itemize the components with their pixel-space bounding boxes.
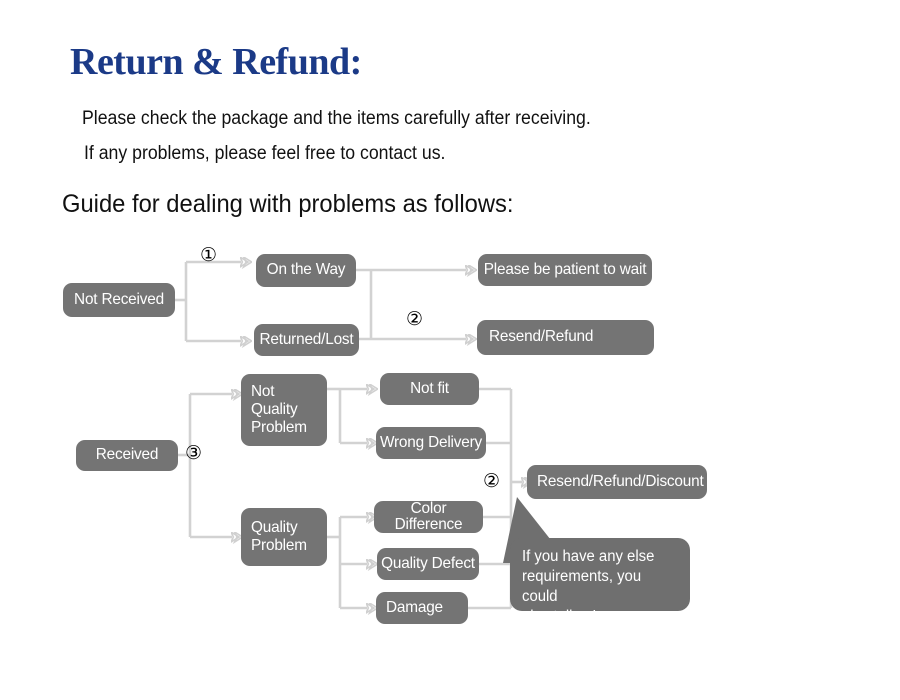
node-not-received-label: Not Received [74,290,164,308]
node-not-fit[interactable]: Not fit [380,373,479,405]
marker-2-bottom: ② [483,470,501,492]
marker-1: ① [200,244,218,266]
node-not-quality-problem[interactable]: Not Quality Problem [241,374,327,446]
node-quality-problem[interactable]: Quality Problem [241,508,327,566]
callout-bubble: If you have any else requirements, you c… [510,538,690,625]
node-quality-defect[interactable]: Quality Defect [377,548,479,580]
callout-line-1: If you have any else [522,548,655,565]
node-color-difference[interactable]: Color Difference [374,499,483,533]
page-title: Return & Refund: [70,41,362,83]
node-please-be-patient-label: Please be patient to wait [483,260,647,278]
node-not-fit-label: Not fit [410,379,449,397]
intro-line-2: If any problems, please feel free to con… [84,143,446,164]
node-returned-lost-label: Returned/Lost [259,330,354,348]
node-quality-problem-label: Quality Problem [251,519,307,554]
node-not-received[interactable]: Not Received [63,283,175,317]
callout-line-3: also tell us! [522,608,597,626]
marker-3: ③ [185,442,203,464]
callout-line-2: requirements, you could [522,568,642,606]
node-damage[interactable]: Damage [376,592,468,624]
node-not-quality-problem-label: Not Quality Problem [251,383,307,436]
node-resend-refund-discount[interactable]: Resend/Refund/Discount [527,465,707,499]
node-wrong-delivery-label: Wrong Delivery [379,433,483,451]
node-received-label: Received [95,446,159,464]
node-wrong-delivery[interactable]: Wrong Delivery [376,427,486,459]
node-color-difference-label: Color Difference [394,499,463,533]
node-damage-label: Damage [386,598,443,616]
node-on-the-way[interactable]: On the Way [256,254,356,287]
node-returned-lost[interactable]: Returned/Lost [254,324,359,356]
node-resend-refund-label: Resend/Refund [489,328,594,346]
node-received[interactable]: Received [76,440,178,471]
node-resend-refund[interactable]: Resend/Refund [477,320,654,355]
node-quality-defect-label: Quality Defect [381,554,475,572]
marker-2-top: ② [406,308,424,330]
node-on-the-way-label: On the Way [266,261,346,279]
node-please-be-patient[interactable]: Please be patient to wait [478,254,652,286]
node-resend-refund-discount-label: Resend/Refund/Discount [537,472,704,490]
intro-line-1: Please check the package and the items c… [82,108,591,129]
guide-heading: Guide for dealing with problems as follo… [62,190,514,218]
